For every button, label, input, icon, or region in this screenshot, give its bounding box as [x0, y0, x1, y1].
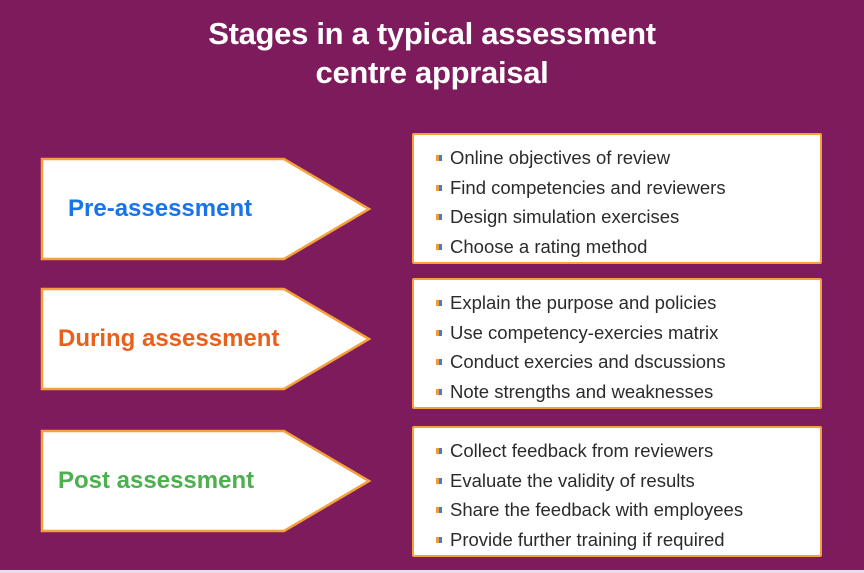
square-bullet-icon	[436, 214, 442, 220]
list-item: Find competencies and reviewers	[436, 173, 820, 203]
list-item: Provide further training if required	[436, 525, 820, 555]
square-bullet-icon	[436, 184, 442, 191]
pentagon-arrow-icon	[40, 287, 372, 391]
stage-box-pre-assessment: Online objectives of review Find compete…	[412, 133, 822, 264]
list-item: Design simulation exercises	[436, 202, 820, 232]
stage-box-post-assessment: Collect feedback from reviewers Evaluate…	[412, 426, 822, 557]
title-line-2: centre appraisal	[315, 55, 549, 90]
list-item: Conduct exercies and dscussions	[436, 347, 820, 377]
stage-box-during-assessment: Explain the purpose and policies Use com…	[412, 278, 822, 409]
stage-items-list: Online objectives of review Find compete…	[436, 143, 820, 261]
stage-arrow-post-assessment: Post assessment	[40, 429, 372, 533]
title-line-1: Stages in a typical assessment	[208, 16, 656, 51]
stage-items-list: Explain the purpose and policies Use com…	[436, 288, 820, 406]
square-bullet-icon	[436, 477, 442, 484]
square-bullet-icon	[436, 243, 442, 250]
stage-label-post-assessment: Post assessment	[58, 467, 255, 494]
list-item: Online objectives of review	[436, 143, 820, 173]
list-item: Use competency-exercies matrix	[436, 318, 820, 348]
bottom-divider	[0, 570, 864, 573]
list-item: Evaluate the validity of results	[436, 466, 820, 496]
list-item: Note strengths and weaknesses	[436, 377, 820, 407]
square-bullet-icon	[436, 448, 442, 454]
page-title: Stages in a typical assessment centre ap…	[0, 14, 864, 92]
pentagon-arrow-icon	[40, 157, 372, 261]
pentagon-arrow-icon	[40, 429, 372, 533]
list-item: Explain the purpose and policies	[436, 288, 820, 318]
stage-arrow-during-assessment: During assessment	[40, 287, 372, 391]
list-item: Collect feedback from reviewers	[436, 436, 820, 466]
list-item: Choose a rating method	[436, 232, 820, 262]
square-bullet-icon	[436, 329, 442, 336]
list-item: Share the feedback with employees	[436, 495, 820, 525]
square-bullet-icon	[436, 359, 442, 365]
square-bullet-icon	[436, 300, 442, 306]
square-bullet-icon	[436, 507, 442, 513]
stage-label-during-assessment: During assessment	[58, 325, 280, 352]
square-bullet-icon	[436, 536, 442, 543]
square-bullet-icon	[436, 388, 442, 395]
square-bullet-icon	[436, 155, 442, 161]
stage-label-pre-assessment: Pre-assessment	[68, 195, 253, 222]
stage-items-list: Collect feedback from reviewers Evaluate…	[436, 436, 820, 554]
stage-arrow-pre-assessment: Pre-assessment	[40, 157, 372, 261]
